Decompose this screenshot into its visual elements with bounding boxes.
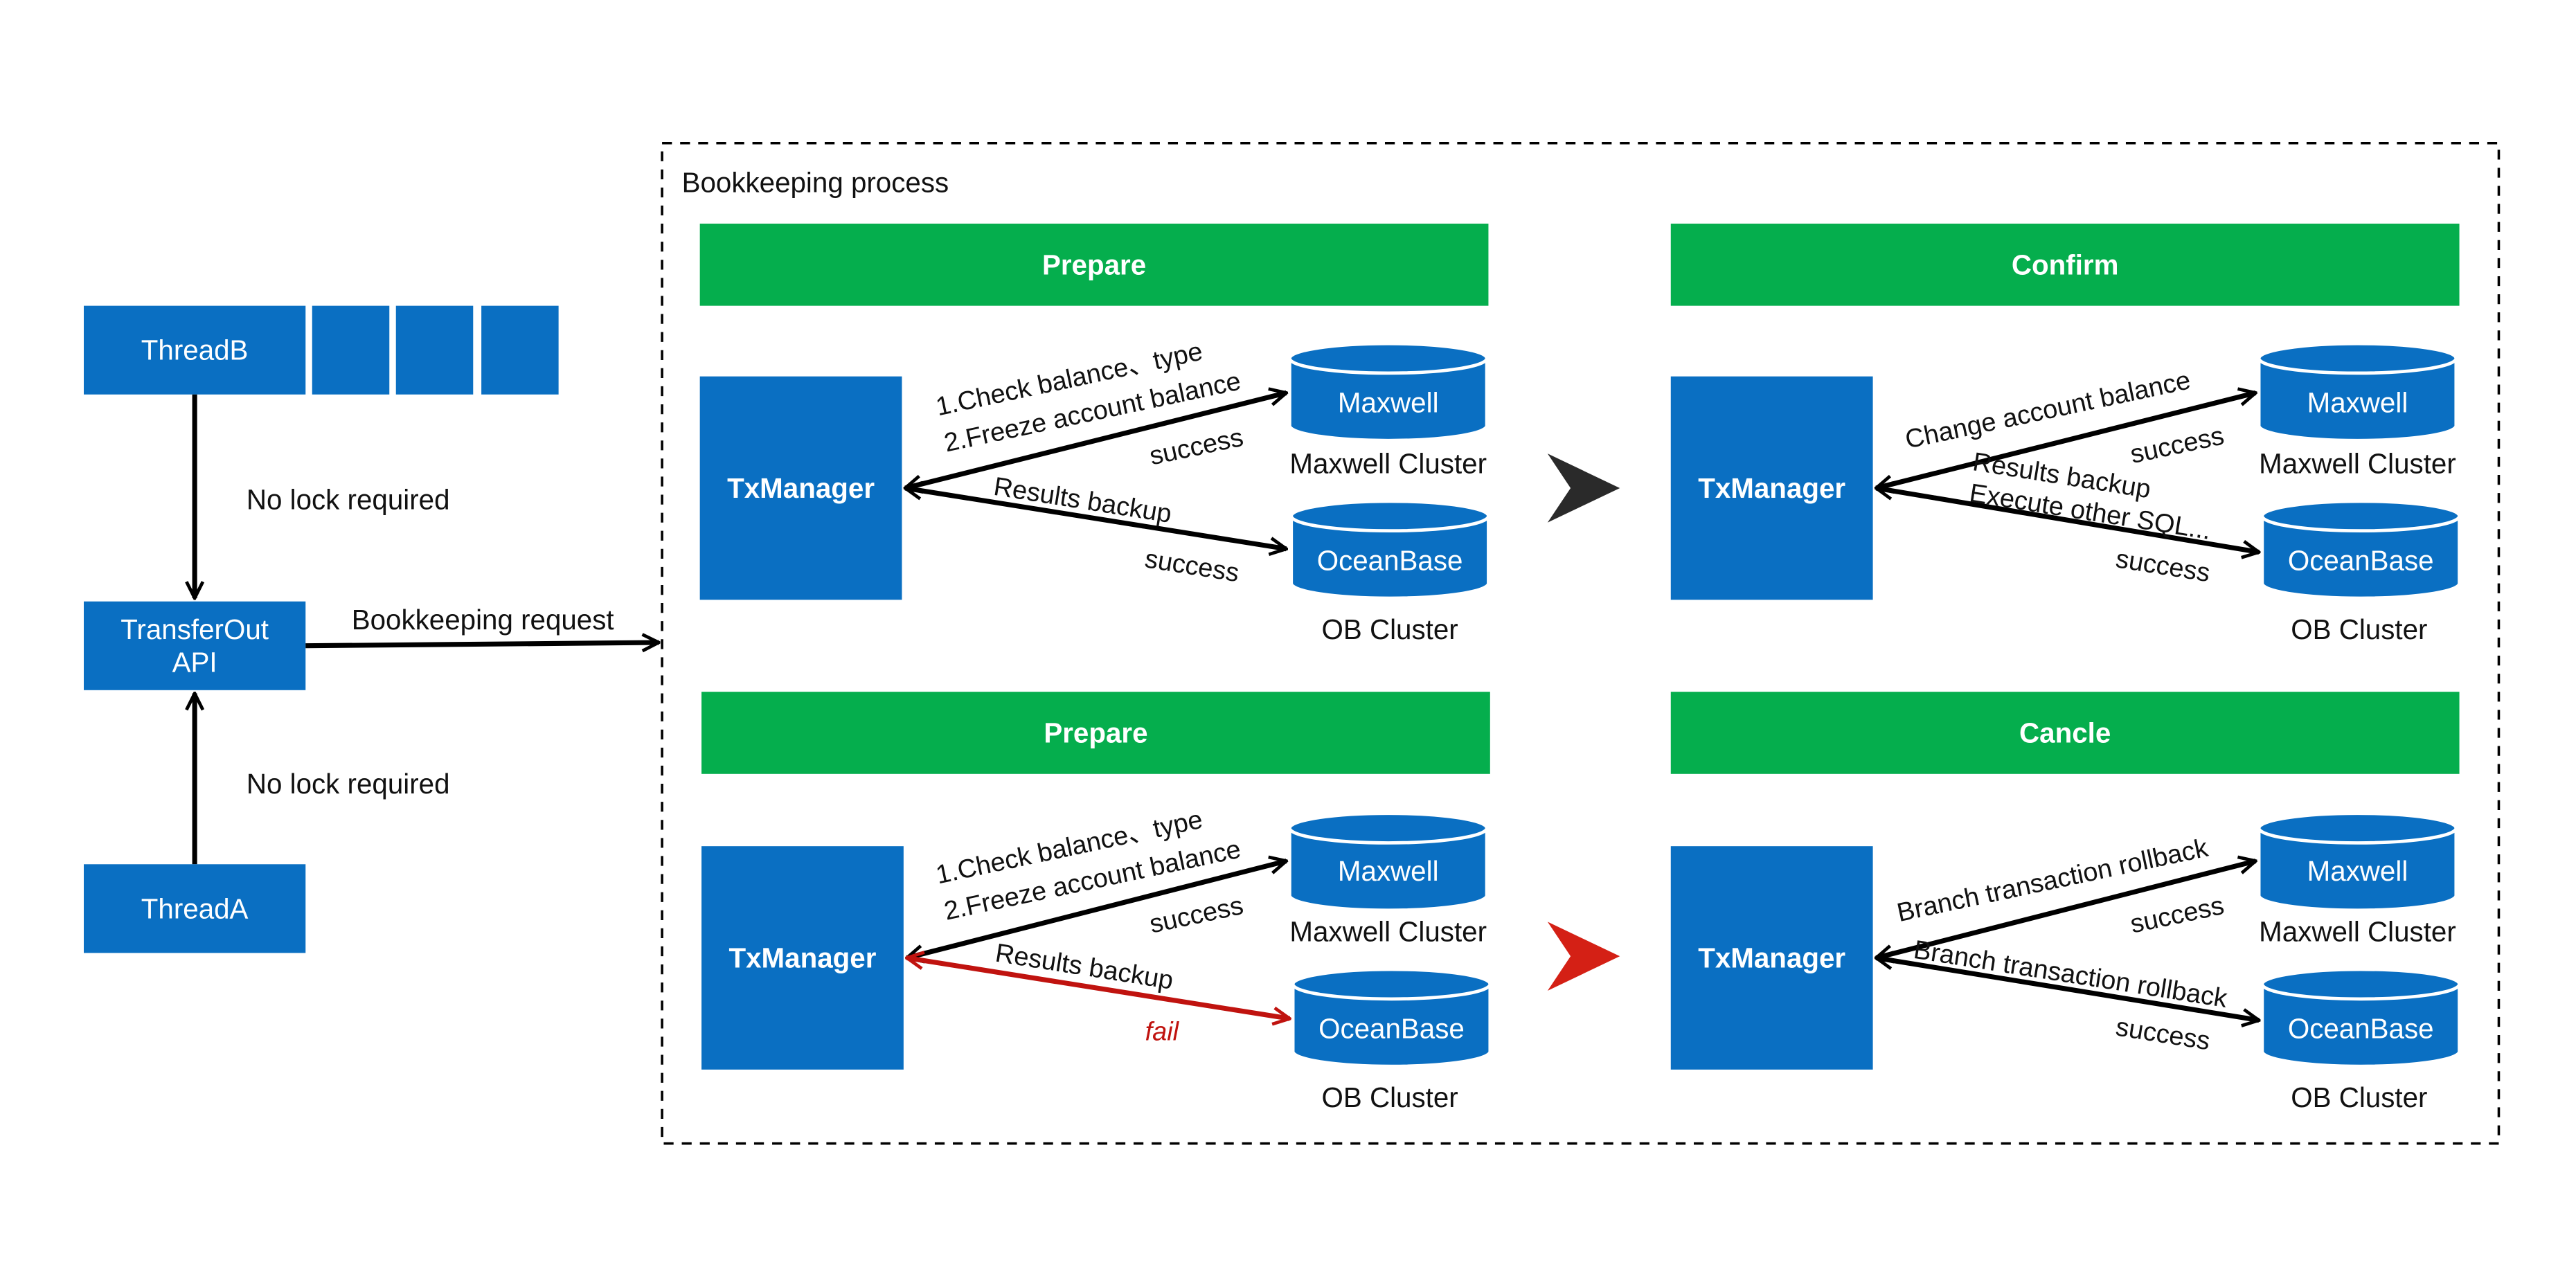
api-label-line1: TransferOut: [120, 613, 269, 645]
maxwell-success-label: success: [1147, 891, 1246, 940]
prepare-header: [701, 692, 1490, 774]
txmanager-box: [701, 846, 904, 1070]
oceanbase-success-label: success: [2113, 1012, 2212, 1056]
oceanbase-database-icon: [2260, 967, 2461, 1068]
ob-cluster-caption: OB Cluster: [1321, 613, 1458, 645]
oceanbase-db-label: OceanBase: [2288, 1013, 2434, 1045]
maxwell-cluster-caption: Maxwell Cluster: [1289, 447, 1487, 479]
ob-cluster-caption: OB Cluster: [1321, 1081, 1458, 1113]
maxwell-database-icon: [2257, 341, 2458, 442]
prepare-to-maxwell-arrow: [905, 393, 1286, 488]
maxwell-success-label: success: [2128, 422, 2227, 470]
no-lock-label-bottom: No lock required: [247, 768, 450, 800]
prepare-header-label: Prepare: [1042, 249, 1146, 280]
confirm-to-oceanbase-arrow: [1876, 488, 2259, 552]
maxwell-cluster-caption: Maxwell Cluster: [2259, 916, 2456, 948]
confirm-header-label: Confirm: [2012, 249, 2119, 280]
maxwell-cluster-caption: Maxwell Cluster: [1289, 916, 1487, 948]
maxwell-database-icon: [2257, 811, 2458, 913]
thread-a-group: ThreadA: [83, 864, 306, 953]
cancel-to-maxwell-arrow: [1876, 861, 2255, 958]
txmanager-label: TxManager: [1698, 472, 1845, 504]
ob-cluster-caption: OB Cluster: [2291, 1081, 2427, 1113]
thread-b-box: [83, 305, 306, 395]
bookkeeping-process-title: Bookkeeping process: [682, 167, 949, 199]
txmanager-label: TxManager: [727, 472, 875, 504]
prepare-fail-panel: Prepare TxManager Maxwell Maxwell Cluste…: [701, 692, 1492, 1113]
oceanbase-success-label: success: [2113, 544, 2212, 588]
bookkeeping-request-label: Bookkeeping request: [352, 604, 614, 636]
thread-b-slot-3: [481, 305, 559, 395]
prepare-fail-to-maxwell-arrow: [907, 861, 1287, 958]
txmanager-box: [699, 376, 902, 600]
maxwell-database-icon: [1288, 341, 1489, 442]
prepare-header-label: Prepare: [1044, 717, 1147, 748]
maxwell-db-label: Maxwell: [2307, 855, 2408, 887]
maxwell-db-label: Maxwell: [1338, 855, 1439, 887]
api-box: [83, 601, 306, 690]
thread-b-slot-2: [395, 305, 474, 395]
no-lock-label-top: No lock required: [247, 484, 450, 516]
prepare-success-panel: Prepare TxManager Maxwell Maxwell Cluste…: [699, 224, 1490, 645]
oceanbase-fail-label: fail: [1145, 1017, 1180, 1046]
ob-cluster-caption: OB Cluster: [2291, 613, 2427, 645]
oceanbase-db-label: OceanBase: [2288, 544, 2434, 576]
thread-b-label: ThreadB: [141, 334, 249, 366]
maxwell-db-label: Maxwell: [2307, 387, 2408, 419]
confirm-header: [1670, 224, 2460, 306]
prepare-to-oceanbase-arrow: [905, 488, 1286, 549]
txmanager-box: [1670, 846, 1873, 1070]
thread-b-slot-1: [312, 305, 390, 395]
bookkeeping-request-arrow: [305, 642, 659, 646]
confirm-panel: Confirm TxManager Maxwell Maxwell Cluste…: [1670, 224, 2461, 645]
oceanbase-db-label: OceanBase: [1317, 544, 1463, 576]
rollback-bottom-label: Branch transaction rollback: [1912, 935, 2230, 1014]
thread-b-group: ThreadB: [83, 305, 559, 395]
maxwell-db-label: Maxwell: [1338, 387, 1439, 419]
oceanbase-database-icon: [2260, 499, 2461, 600]
fail-chevron-icon: [1547, 922, 1620, 991]
oceanbase-success-label: success: [1143, 544, 1241, 588]
cancel-header: [1670, 692, 2460, 774]
oceanbase-db-label: OceanBase: [1318, 1013, 1465, 1045]
proceed-chevron-icon: [1547, 453, 1620, 523]
prepare-header: [699, 224, 1489, 306]
cancel-to-oceanbase-arrow: [1876, 958, 2259, 1021]
oceanbase-database-icon: [1291, 967, 1492, 1068]
prepare-fail-to-oceanbase-arrow: [907, 958, 1290, 1019]
cancel-header-label: Cancle: [2019, 717, 2111, 748]
transferout-api-box: TransferOut API: [83, 601, 306, 690]
maxwell-success-label: success: [2128, 891, 2227, 940]
thread-a-label: ThreadA: [141, 892, 249, 924]
bookkeeping-process-container: [661, 141, 2501, 1145]
results-backup-label: Results backup: [992, 472, 1174, 529]
maxwell-success-label: success: [1147, 423, 1246, 471]
maxwell-database-icon: [1288, 811, 1489, 913]
txmanager-label: TxManager: [728, 942, 876, 974]
api-label-line2: API: [172, 646, 217, 678]
oceanbase-database-icon: [1289, 499, 1490, 600]
confirm-to-maxwell-arrow: [1876, 393, 2255, 488]
maxwell-cluster-caption: Maxwell Cluster: [2259, 447, 2456, 479]
cancel-panel: Cancle TxManager Maxwell Maxwell Cluster…: [1670, 692, 2461, 1113]
thread-a-box: [83, 864, 306, 953]
txmanager-label: TxManager: [1698, 942, 1845, 974]
txmanager-box: [1670, 376, 1873, 600]
